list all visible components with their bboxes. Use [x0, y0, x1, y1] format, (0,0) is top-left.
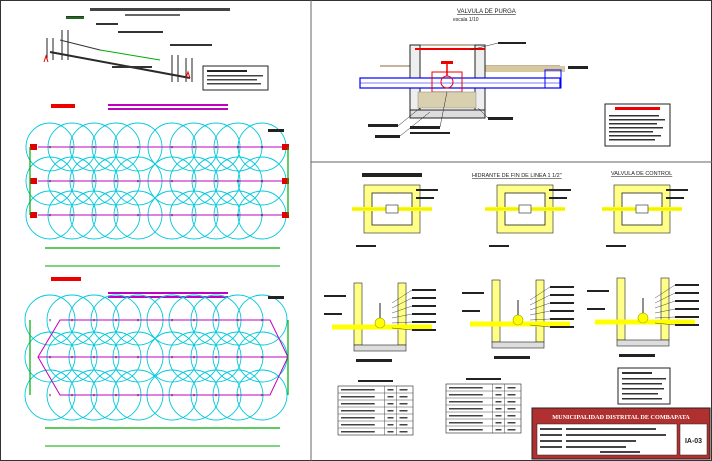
sprinkler-marker: × [171, 145, 174, 151]
title-block-org: MUNICIPALIDAD DISTRITAL DE COMBAPATA [552, 414, 690, 421]
sprinkler-marker: × [137, 393, 140, 399]
sprinkler-marker: × [93, 179, 96, 185]
sprinkler-marker: × [261, 179, 264, 185]
sprinkler-marker: × [71, 355, 74, 361]
sprinkler-marker: × [115, 145, 118, 151]
sprinkler-marker: × [137, 318, 140, 324]
sprinkler-marker: × [93, 318, 96, 324]
sprinkler-marker: × [93, 213, 96, 219]
sprinkler-marker: × [93, 355, 96, 361]
sprinkler-marker: × [137, 355, 140, 361]
sprinkler-marker: × [93, 145, 96, 151]
sprinkler-marker: × [261, 355, 264, 361]
sprinkler-marker: × [193, 393, 196, 399]
sprinkler-marker: × [237, 179, 240, 185]
sprinkler-marker: × [215, 213, 218, 219]
sprinkler-marker: × [237, 355, 240, 361]
profile-detail [43, 8, 269, 91]
sprinkler-marker: × [93, 393, 96, 399]
sprinkler-marker: × [49, 393, 52, 399]
control-title: VALVULA DE CONTROL [611, 171, 672, 177]
sprinkler-marker: × [171, 393, 174, 399]
sprinkler-marker: × [261, 213, 264, 219]
sprinkler-marker: × [137, 213, 140, 219]
purge-valve-detail: VALVULA DE PURGA escala 1/10 [359, 9, 671, 147]
sprinkler-marker: × [261, 145, 264, 151]
sprinkler-marker: × [115, 355, 118, 361]
sprinkler-marker: × [115, 179, 118, 185]
sprinkler-marker: × [261, 393, 264, 399]
sprinkler-marker: × [215, 179, 218, 185]
title-block: MUNICIPALIDAD DISTRITAL DE COMBAPATA IA-… [531, 407, 711, 460]
sprinkler-marker: × [215, 318, 218, 324]
sprinkler-marker: × [171, 179, 174, 185]
valve-scale: escala 1/10 [453, 17, 479, 23]
sprinkler-marker: × [215, 393, 218, 399]
sprinkler-marker: × [193, 318, 196, 324]
sprinkler-marker: × [71, 393, 74, 399]
sprinkler-marker: × [193, 145, 196, 151]
sprinkler-marker: × [71, 213, 74, 219]
hydrant-detail: HIDRANTE DE FIN DE LINEA 1 1/2" VALVULA … [324, 171, 699, 362]
sprinkler-marker: × [49, 318, 52, 324]
sprinkler-marker: × [115, 393, 118, 399]
sprinkler-marker: × [71, 318, 74, 324]
sprinkler-marker: × [171, 318, 174, 324]
sprinkler-marker: × [115, 213, 118, 219]
sprinkler-marker: × [49, 355, 52, 361]
sprinkler-marker: × [49, 213, 52, 219]
sprinkler-marker: × [137, 145, 140, 151]
sprinkler-marker: × [193, 179, 196, 185]
hydrant-title: HIDRANTE DE FIN DE LINEA 1 1/2" [472, 173, 562, 179]
sprinkler-marker: × [193, 213, 196, 219]
sprinkler-marker: × [171, 355, 174, 361]
quantity-tables [337, 367, 671, 436]
sprinkler-marker: × [49, 145, 52, 151]
sprinkler-marker: × [237, 145, 240, 151]
sprinkler-marker: × [115, 318, 118, 324]
sprinkler-marker: × [215, 355, 218, 361]
sprinkler-marker: × [49, 179, 52, 185]
sprinkler-marker: × [215, 145, 218, 151]
valve-title: VALVULA DE PURGA [457, 9, 516, 15]
sprinkler-marker: × [71, 145, 74, 151]
sprinkler-marker: × [137, 179, 140, 185]
sprinkler-marker: × [171, 213, 174, 219]
sprinkler-marker: × [193, 355, 196, 361]
irrigation-layout-2: × × × × × × × × × × × × × × × × × × × × × × × × × × × × × × [24, 277, 289, 447]
sprinkler-marker: × [71, 179, 74, 185]
sprinkler-marker: × [237, 213, 240, 219]
sheet-code: IA-03 [685, 438, 702, 445]
irrigation-layout-1: × × × × × × × × × × × × × × × × × × × × × × × × × × × × × × [25, 104, 289, 267]
sprinkler-marker: × [261, 318, 264, 324]
sprinkler-marker: × [237, 318, 240, 324]
sprinkler-marker: × [237, 393, 240, 399]
